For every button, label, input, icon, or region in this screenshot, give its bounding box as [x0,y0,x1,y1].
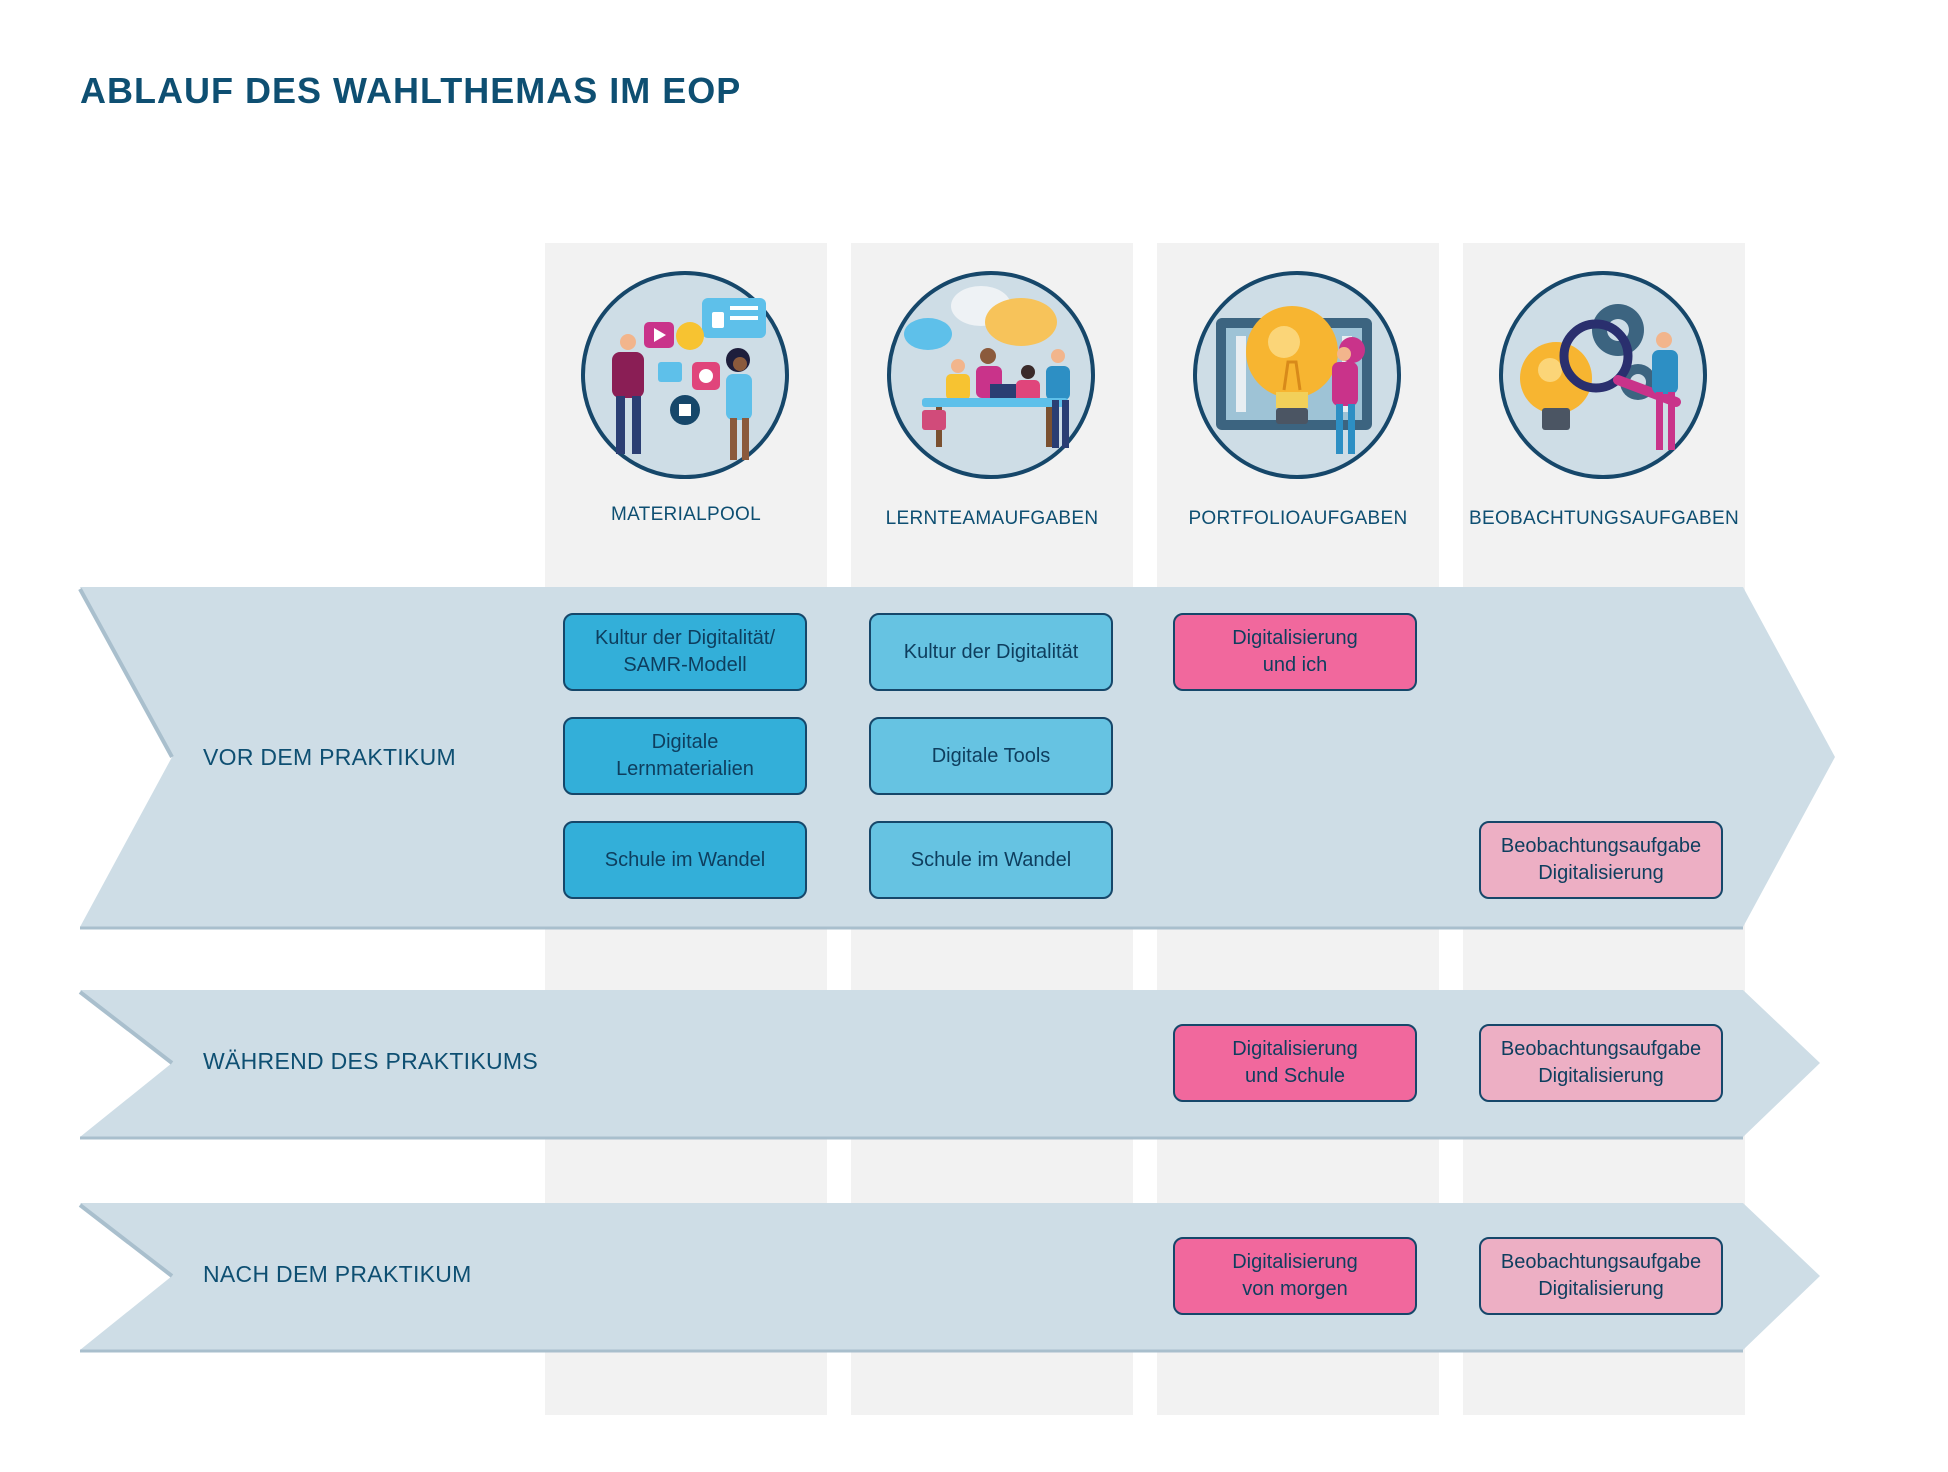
card-materialpool-lernmaterialien[interactable]: Digitale Lernmaterialien [563,717,807,795]
card-materialpool-kultur[interactable]: Kultur der Digitalität/ SAMR-Modell [563,613,807,691]
card-portfolio-nach[interactable]: Digitalisierung von morgen [1173,1237,1417,1315]
team-meeting-icon [887,271,1095,479]
card-lernteam-schule[interactable]: Schule im Wandel [869,821,1113,899]
phase-label-vor: VOR DEM PRAKTIKUM [203,744,457,770]
phase-label-nach: NACH DEM PRAKTIKUM [203,1261,472,1287]
column-label-beobachtung: BEOBACHTUNGSAUFGABEN [1469,508,1739,529]
card-materialpool-schule[interactable]: Schule im Wandel [563,821,807,899]
card-beobachtung-vor[interactable]: Beobachtungsaufgabe Digitalisierung [1479,821,1723,899]
column-label-materialpool: MATERIALPOOL [610,504,761,525]
card-portfolio-vor[interactable]: Digitalisierung und ich [1173,613,1417,691]
lightbulb-presentation-icon [1193,271,1401,479]
card-beobachtung-nach[interactable]: Beobachtungsaufgabe Digitalisierung [1479,1237,1723,1315]
social-media-people-icon [581,271,789,479]
column-label-lernteam: LERNTEAMAUFGABEN [885,508,1099,529]
phase-label-waehrend: WÄHREND DES PRAKTIKUMS [203,1048,539,1074]
page-title: ABLAUF DES WAHLTHEMAS IM EOP [80,70,742,111]
card-portfolio-waehrend[interactable]: Digitalisierung und Schule [1173,1024,1417,1102]
card-lernteam-kultur[interactable]: Kultur der Digitalität [869,613,1113,691]
column-label-portfolio: PORTFOLIOAUFGABEN [1188,508,1408,529]
lightbulb-magnifier-gears-icon [1499,271,1707,479]
card-lernteam-tools[interactable]: Digitale Tools [869,717,1113,795]
card-beobachtung-waehrend[interactable]: Beobachtungsaufgabe Digitalisierung [1479,1024,1723,1102]
